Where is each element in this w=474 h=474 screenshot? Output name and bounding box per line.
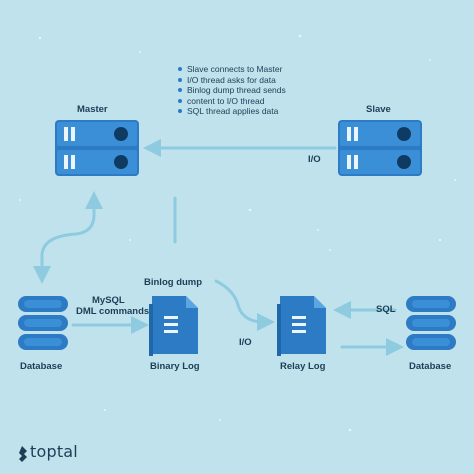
toptal-logo-icon — [19, 446, 27, 462]
master-database-link — [33, 191, 103, 284]
relay-log-label: Relay Log — [280, 361, 326, 372]
sql-label: SQL — [376, 304, 396, 315]
dml-commands-label: DML commands — [76, 306, 150, 317]
relay-log-document-icon — [277, 296, 326, 356]
database-left-label: Database — [20, 361, 63, 372]
slave-label: Slave — [366, 104, 391, 115]
master-server-icon — [55, 120, 139, 176]
note-item: Binlog dump thread sends — [176, 85, 286, 96]
database-right-label: Database — [409, 361, 452, 372]
note-item: content to I/O thread — [176, 96, 286, 107]
io-bottom-label: I/O — [239, 337, 252, 348]
note-item: SQL thread applies data — [176, 106, 286, 117]
binlog-dump-curve — [214, 279, 275, 331]
binary-log-label: Binary Log — [150, 361, 200, 372]
replication-steps-list: Slave connects to Master I/O thread asks… — [176, 64, 286, 117]
sparkle-dots — [19, 34, 456, 432]
database-right-icon — [406, 296, 456, 350]
slave-server-icon — [338, 120, 422, 176]
binlog-dump-label: Binlog dump — [144, 277, 203, 288]
master-label: Master — [77, 104, 108, 115]
brand-name: toptal — [30, 442, 78, 461]
io-top-label: I/O — [308, 154, 321, 165]
note-item: Slave connects to Master — [176, 64, 286, 75]
binary-log-document-icon — [149, 296, 198, 356]
mysql-label-line1: MySQL — [92, 295, 125, 306]
database-left-icon — [18, 296, 68, 350]
note-item: I/O thread asks for data — [176, 75, 286, 86]
